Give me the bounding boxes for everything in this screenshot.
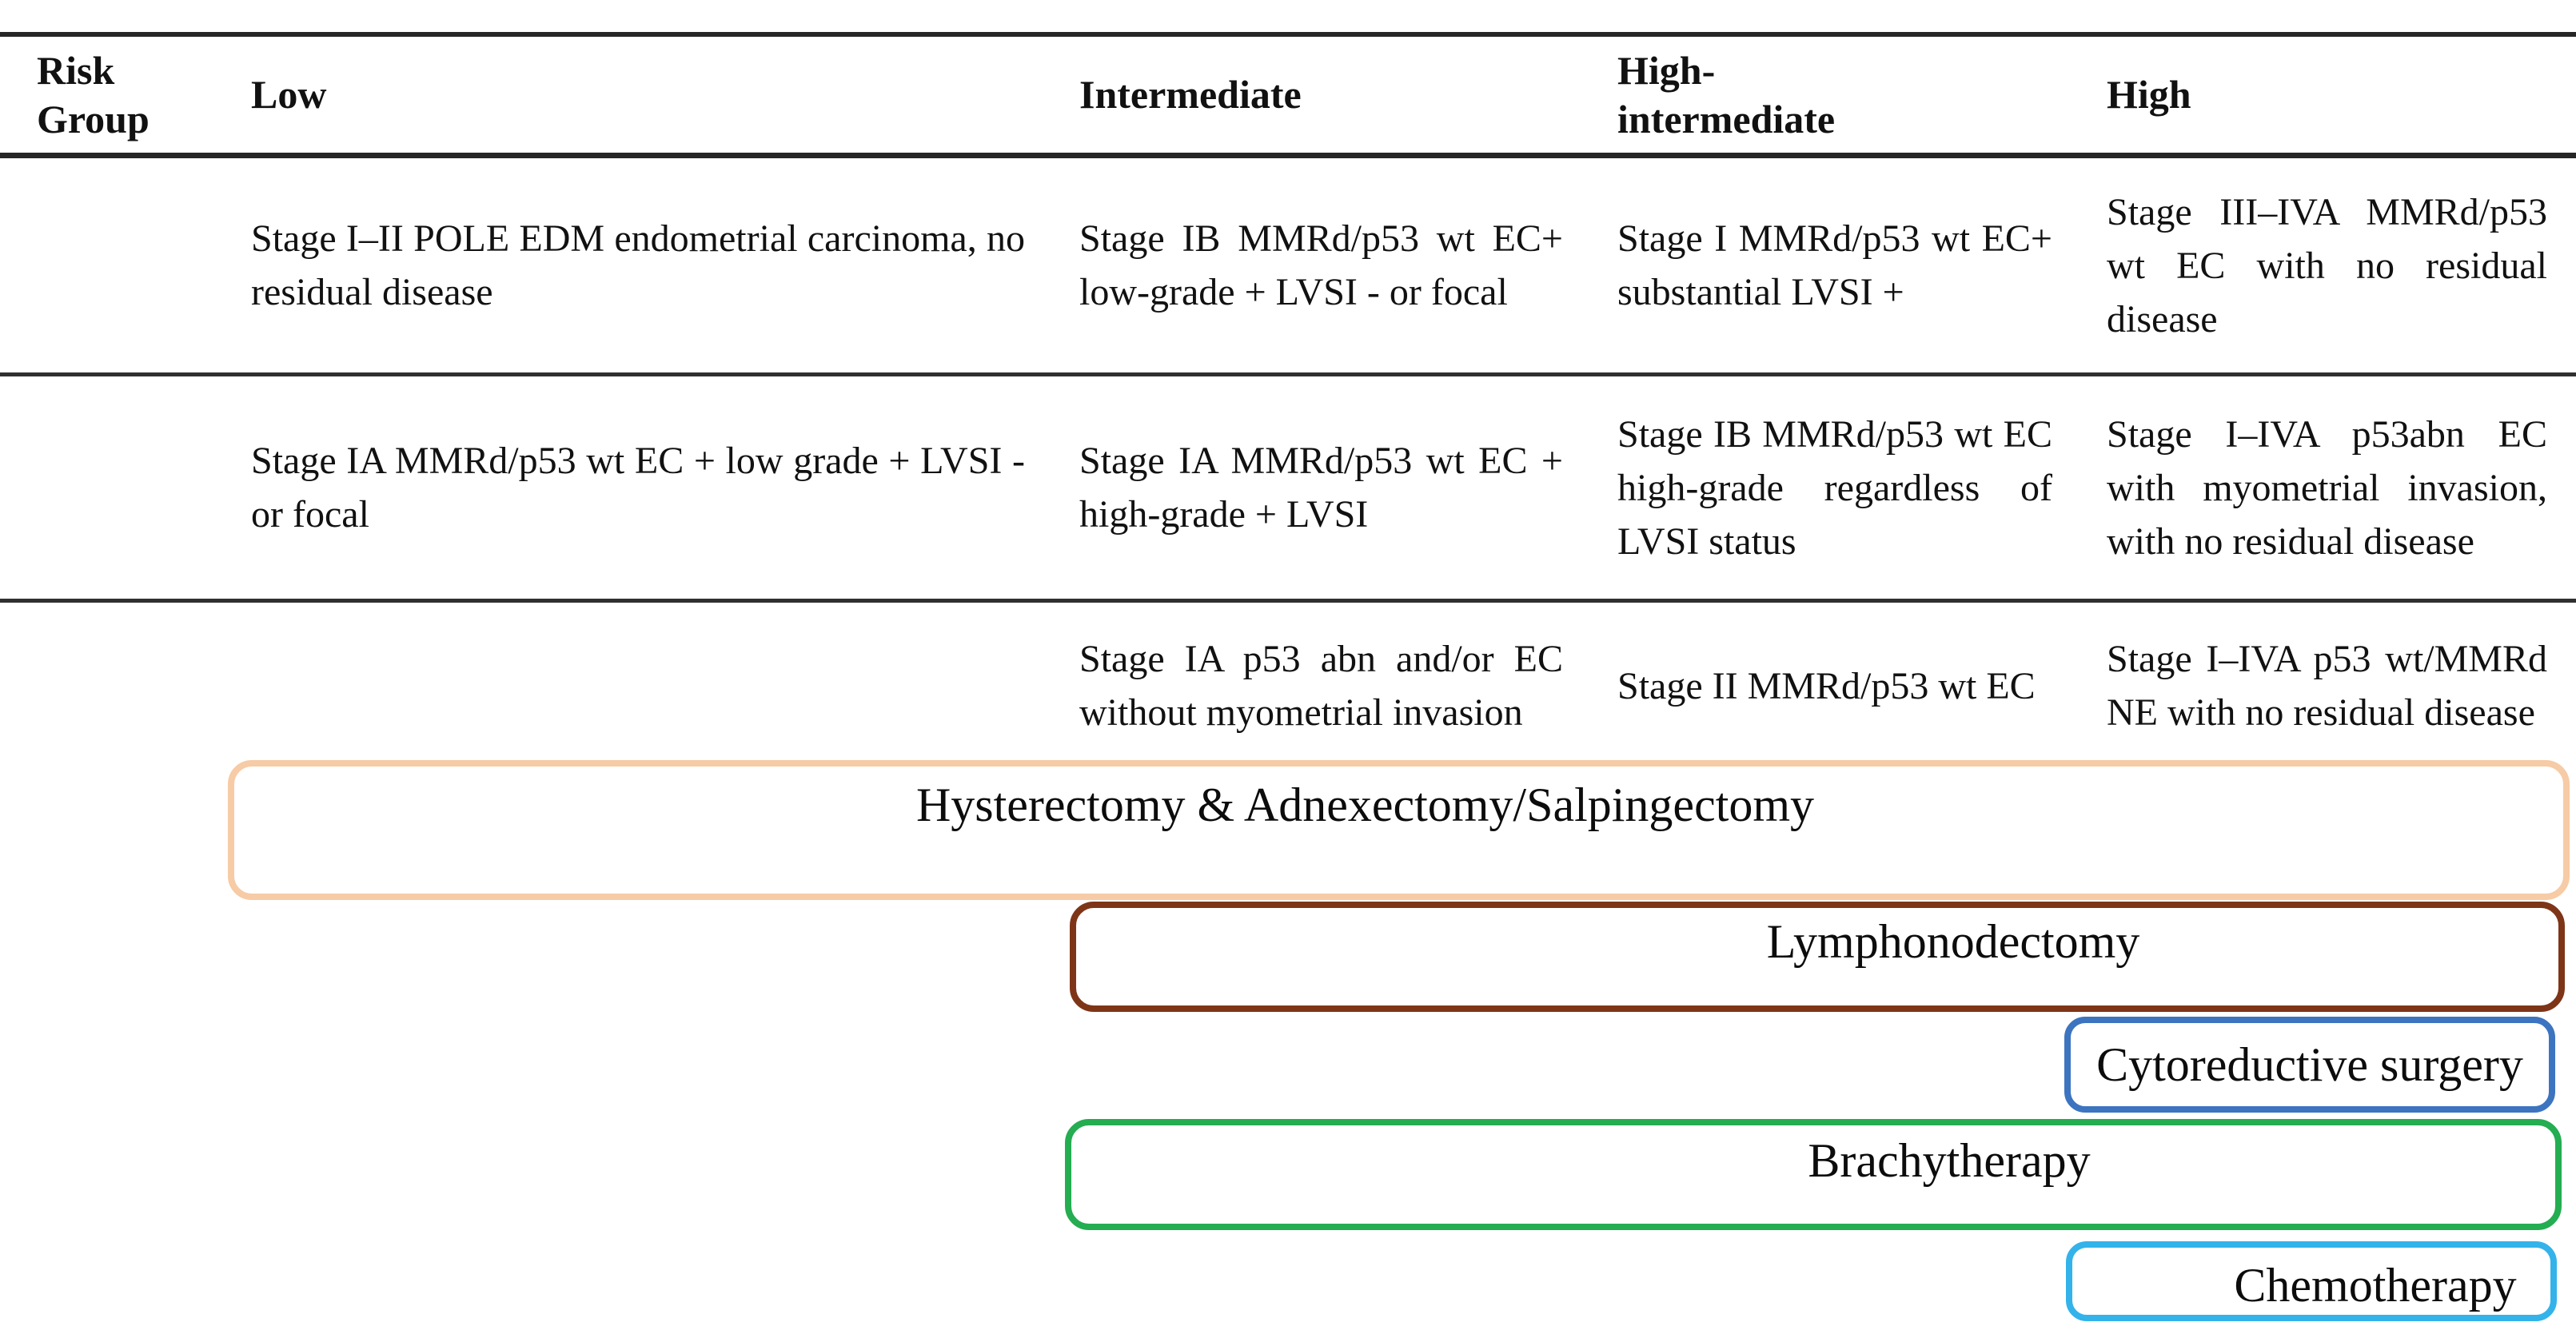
treatment-box-brachytherapy: Brachytherapy (1065, 1119, 2562, 1230)
cell-row3-high-intermediate: Stage II MMRd/p53 wt EC (1592, 603, 2081, 769)
cell-row2-high-intermediate: Stage IB MMRd/p53 wt EC high-grade regar… (1592, 376, 2081, 599)
cell-row1-risk-group (0, 158, 225, 372)
cell-text: Stage I–IVA p53abn EC with myometrial in… (2107, 412, 2547, 563)
treatment-box-hysterectomy: Hysterectomy & Adnexectomy/Salpingectomy (228, 760, 2570, 900)
column-header-label: High- intermediate (1617, 47, 1836, 141)
cell-row3-risk-group (0, 603, 225, 769)
table-header-row: Risk Group Low Intermediate High- interm… (0, 37, 2576, 158)
column-header-intermediate: Intermediate (1054, 37, 1592, 153)
cell-row1-high: Stage III–IVA MMRd/p53 wt EC with no res… (2081, 158, 2576, 372)
column-header-risk-group: Risk Group (0, 37, 225, 153)
cell-row3-high: Stage I–IVA p53 wt/MMRd NE with no resid… (2081, 603, 2576, 769)
treatment-label: Lymphonodectomy (1766, 915, 2140, 968)
column-header-high: High (2081, 37, 2576, 153)
column-header-label: Low (251, 72, 327, 117)
cell-text: Stage I–II POLE EDM endometrial carcinom… (251, 217, 1025, 313)
column-header-low: Low (225, 37, 1054, 153)
cell-text: Stage IB MMRd/p53 wt EC high-grade regar… (1617, 412, 2052, 563)
cell-row2-low: Stage IA MMRd/p53 wt EC + low grade + LV… (225, 376, 1054, 599)
treatment-box-cytoreductive-surgery: Cytoreductive surgery (2064, 1017, 2555, 1113)
cell-text: Stage IB MMRd/p53 wt EC+ low-grade + LVS… (1079, 217, 1563, 313)
cell-row3-intermediate: Stage IA p53 abn and/or EC without myome… (1054, 603, 1592, 769)
cell-row3-low (225, 603, 1054, 769)
cell-text: Stage I MMRd/p53 wt EC+ substantial LVSI… (1617, 217, 2052, 313)
table-row: Stage I–II POLE EDM endometrial carcinom… (0, 158, 2576, 376)
column-header-label: High (2107, 72, 2191, 117)
cell-row2-risk-group (0, 376, 225, 599)
cell-row1-intermediate: Stage IB MMRd/p53 wt EC+ low-grade + LVS… (1054, 158, 1592, 372)
treatment-label: Cytoreductive surgery (2096, 1037, 2523, 1091)
treatment-box-chemotherapy: Chemotherapy (2066, 1241, 2557, 1321)
table-row: Stage IA MMRd/p53 wt EC + low grade + LV… (0, 376, 2576, 603)
cell-row1-low: Stage I–II POLE EDM endometrial carcinom… (225, 158, 1054, 372)
treatment-box-lymphonodectomy: Lymphonodectomy (1070, 902, 2565, 1012)
cell-row2-intermediate: Stage IA MMRd/p53 wt EC + high-grade + L… (1054, 376, 1592, 599)
cell-text: Stage IA MMRd/p53 wt EC + low grade + LV… (251, 440, 1025, 536)
treatment-label: Chemotherapy (2234, 1259, 2517, 1312)
risk-group-table: Risk Group Low Intermediate High- interm… (0, 32, 2576, 769)
treatment-label: Brachytherapy (1808, 1134, 2091, 1187)
treatment-label: Hysterectomy & Adnexectomy/Salpingectomy (915, 778, 1815, 831)
cell-text: Stage III–IVA MMRd/p53 wt EC with no res… (2107, 190, 2547, 340)
cell-text: Stage IA MMRd/p53 wt EC + high-grade + L… (1079, 440, 1563, 536)
table-row: Stage IA p53 abn and/or EC without myome… (0, 603, 2576, 769)
cell-text: Stage II MMRd/p53 wt EC (1617, 664, 2036, 707)
column-header-high-intermediate: High- intermediate (1592, 37, 2081, 153)
cell-row1-high-intermediate: Stage I MMRd/p53 wt EC+ substantial LVSI… (1592, 158, 2081, 372)
cell-text: Stage I–IVA p53 wt/MMRd NE with no resid… (2107, 638, 2547, 734)
cell-row2-high: Stage I–IVA p53abn EC with myometrial in… (2081, 376, 2576, 599)
cell-text: Stage IA p53 abn and/or EC without myome… (1079, 638, 1563, 734)
column-header-label: Risk Group (37, 47, 150, 141)
column-header-label: Intermediate (1079, 72, 1302, 117)
